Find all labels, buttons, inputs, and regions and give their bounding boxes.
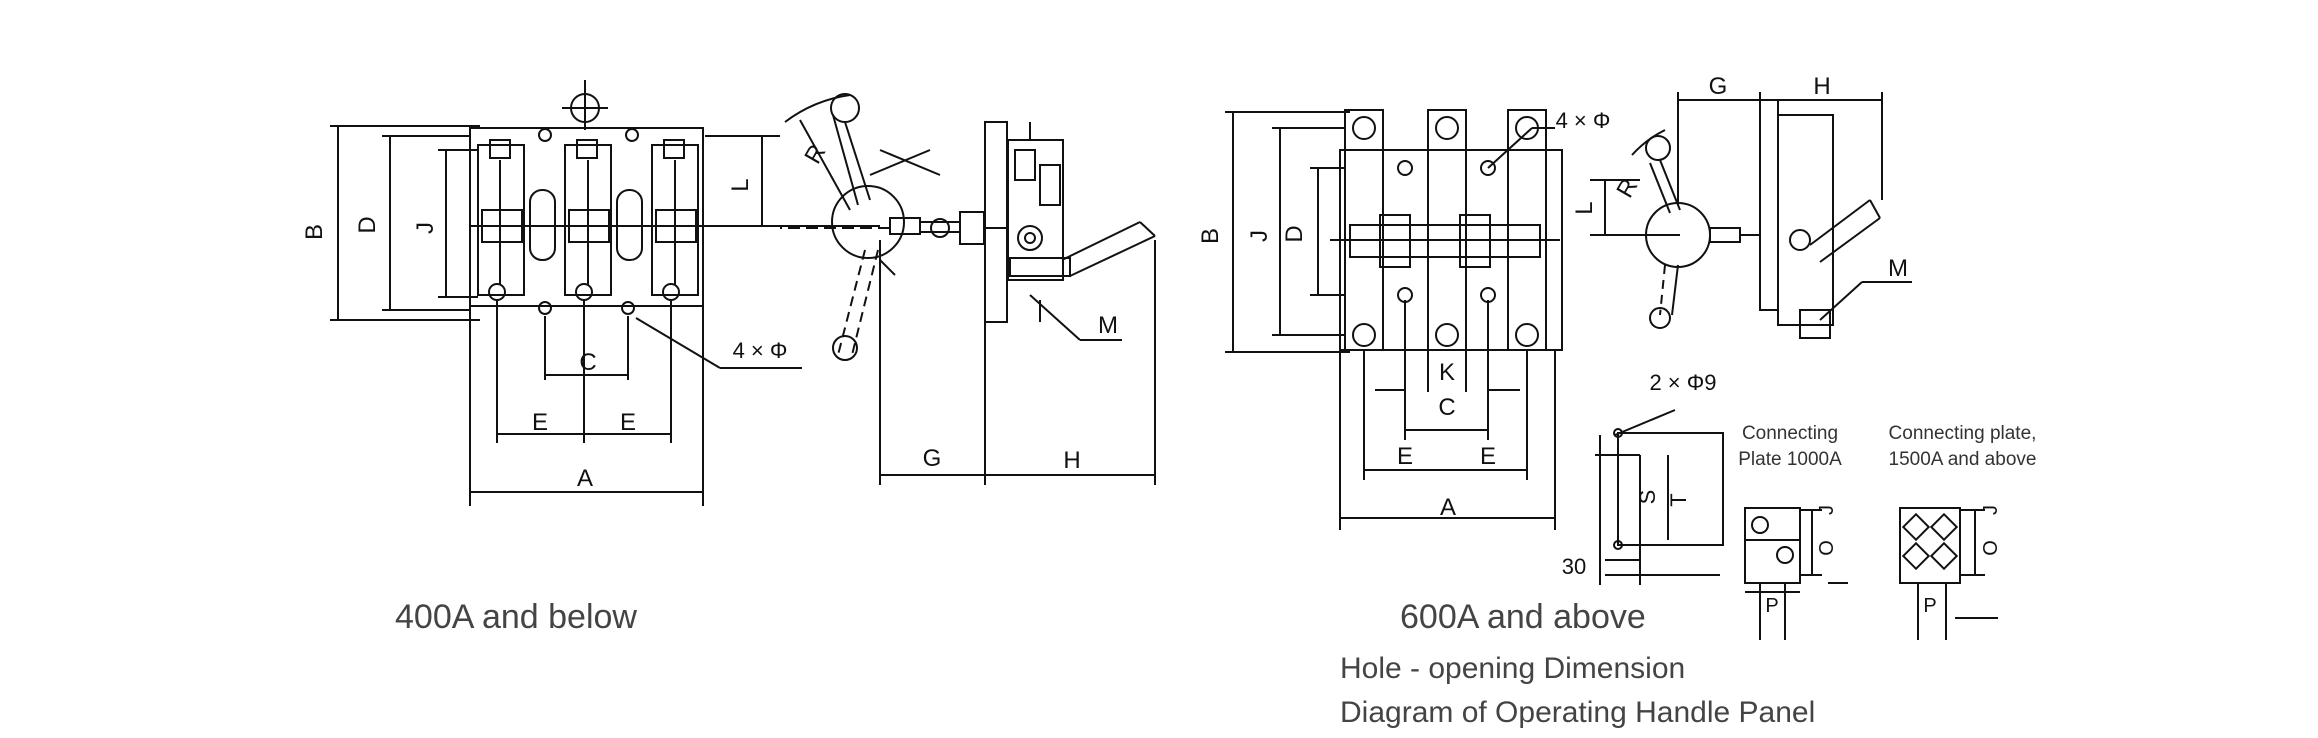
dim-C-left: C bbox=[579, 349, 596, 376]
plate-1000a-note-line2: Plate 1000A bbox=[1738, 449, 1842, 470]
plate-1500a-note: Connecting plate, 1500A and above bbox=[1880, 421, 2045, 473]
dim-M-left: M bbox=[1098, 312, 1118, 339]
dim-O-plate1000: O bbox=[1816, 540, 1838, 556]
dim-H-right: H bbox=[1813, 73, 1830, 100]
dim-30: 30 bbox=[1562, 554, 1586, 579]
dim-4phi-right: 4 × Φ bbox=[1556, 108, 1611, 133]
connecting-plate-1000a bbox=[1744, 507, 1848, 640]
dim-B-left: B bbox=[301, 224, 328, 240]
connecting-plate-1500a bbox=[1899, 507, 1998, 640]
plate-1000a-note-line1: Connecting bbox=[1741, 423, 1839, 444]
dim-S: S bbox=[1635, 490, 1660, 505]
dim-B-right: B bbox=[1197, 228, 1224, 244]
dim-2phi9: 2 × Φ9 bbox=[1649, 370, 1716, 395]
caption-hole-line2: Diagram of Operating Handle Panel bbox=[1340, 696, 1816, 729]
dim-O-plate1500: O bbox=[1980, 540, 2002, 556]
switch-400a-front-view bbox=[330, 80, 802, 506]
dim-A-right: A bbox=[1440, 494, 1456, 521]
handle-600a-side-view bbox=[1590, 92, 1912, 339]
dim-C-right: C bbox=[1438, 394, 1455, 421]
dim-H-left: H bbox=[1063, 447, 1080, 474]
caption-600a: 600A and above bbox=[1400, 598, 1646, 636]
hole-opening-diagram bbox=[1595, 409, 1724, 585]
handle-400a-side-view bbox=[705, 93, 1156, 485]
dim-G-left: G bbox=[923, 445, 942, 472]
dim-K-right: K bbox=[1439, 359, 1455, 386]
dim-G-right: G bbox=[1709, 73, 1728, 100]
dim-E-right-1: E bbox=[1397, 443, 1413, 470]
dim-L-left: L bbox=[727, 178, 754, 191]
dim-E-left-2: E bbox=[620, 409, 636, 436]
dim-E-right-2: E bbox=[1480, 443, 1496, 470]
dim-M-right: M bbox=[1888, 255, 1908, 282]
caption-400a: 400A and below bbox=[395, 598, 637, 636]
dim-J-right: J bbox=[1246, 230, 1273, 242]
dim-J-plate1000: J bbox=[1816, 505, 1838, 515]
dim-J-plate1500: J bbox=[1980, 505, 2002, 515]
dimension-labels: B D J C E E A 4 × Φ L R M G H B J D 4 × … bbox=[301, 73, 2002, 617]
dim-P-plate1000: P bbox=[1765, 595, 1778, 617]
dim-L-right: L bbox=[1571, 201, 1598, 214]
plate-1000a-note: Connecting Plate 1000A bbox=[1715, 421, 1865, 473]
dim-D-right: D bbox=[1281, 225, 1308, 242]
dim-D-left: D bbox=[354, 216, 381, 233]
dim-T: T bbox=[1666, 493, 1691, 506]
dim-R-left: R bbox=[799, 140, 831, 169]
dim-E-left-1: E bbox=[532, 409, 548, 436]
dim-A-left: A bbox=[577, 465, 593, 492]
caption-hole-line1: Hole - opening Dimension bbox=[1340, 652, 1686, 685]
plate-1500a-note-line2: 1500A and above bbox=[1888, 449, 2037, 470]
dim-4phi-left: 4 × Φ bbox=[733, 338, 788, 363]
plate-1500a-note-line1: Connecting plate, bbox=[1888, 423, 2037, 444]
dim-P-plate1500: P bbox=[1923, 595, 1936, 617]
dim-J-left: J bbox=[412, 222, 439, 234]
switch-600a-front-view bbox=[1225, 109, 1563, 530]
dim-R-right: R bbox=[1611, 174, 1643, 203]
